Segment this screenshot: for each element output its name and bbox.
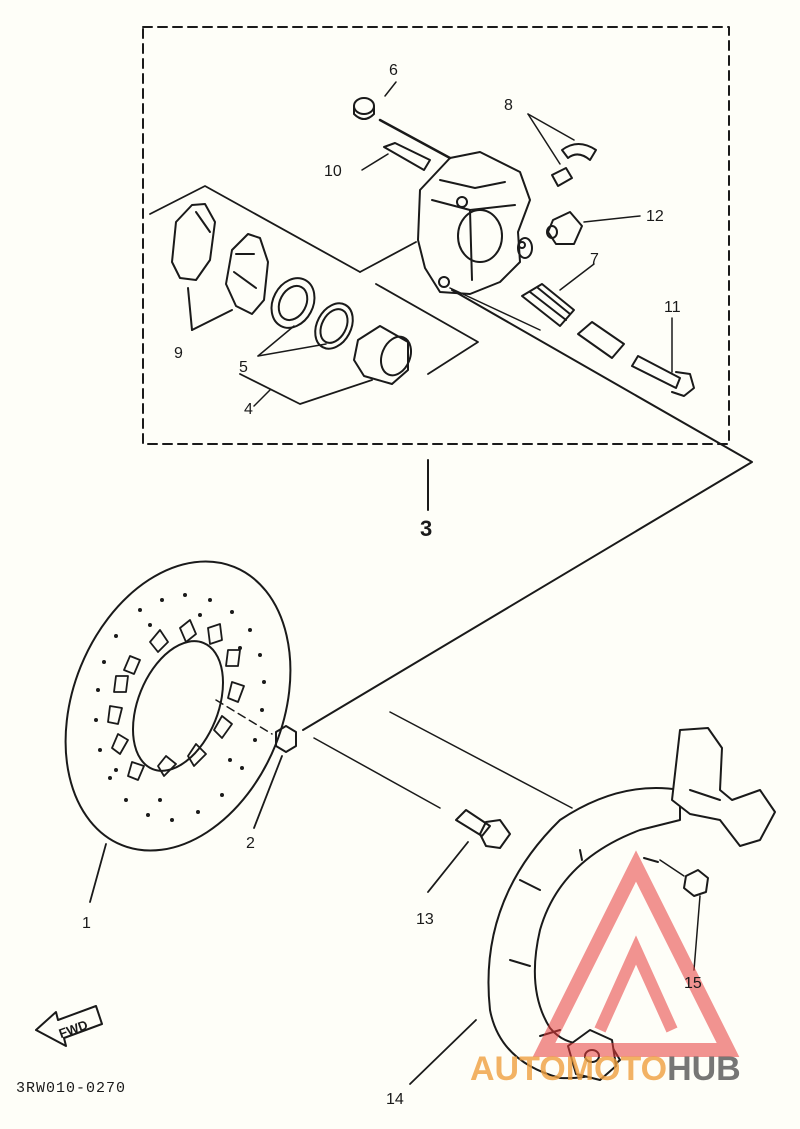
dust-boot — [546, 211, 583, 245]
brake-pad-inner — [225, 233, 269, 315]
bleed-screw — [383, 142, 431, 171]
dust-seal — [314, 302, 354, 350]
caliper-piston — [353, 325, 412, 385]
brake-disc — [64, 560, 292, 852]
pad-pin — [551, 167, 573, 187]
watermark-logo-icon — [532, 850, 740, 1057]
shield-bracket — [671, 727, 776, 847]
caliper-bolt — [631, 355, 695, 397]
callout-10: 10 — [324, 163, 342, 180]
watermark-text-part1: AUTOMOTO — [470, 1050, 667, 1088]
callout-7: 7 — [590, 251, 599, 268]
callout-9: 9 — [174, 345, 183, 362]
callout-4: 4 — [244, 401, 253, 418]
callout-15: 15 — [684, 975, 702, 992]
piston-seal — [270, 277, 316, 329]
diagram-code: 3RW010-0270 — [16, 1080, 126, 1097]
disc-slots — [107, 619, 245, 781]
callout-12: 12 — [646, 208, 664, 225]
shoulder-bolt — [455, 809, 511, 849]
watermark-text-part2: HUB — [667, 1050, 741, 1088]
callout-6: 6 — [389, 62, 398, 79]
watermark-text: AUTOMOTOHUB — [470, 1050, 741, 1088]
bleed-cap — [353, 97, 375, 120]
callout-14: 14 — [386, 1091, 404, 1108]
callout-5: 5 — [239, 359, 248, 376]
callout-2: 2 — [246, 835, 255, 852]
fwd-arrow-icon — [35, 1005, 103, 1047]
disc-holes — [94, 593, 266, 822]
caliper-body — [417, 151, 533, 295]
callout-8: 8 — [504, 97, 513, 114]
brake-pad-outer — [171, 203, 216, 281]
caliper-assembly-box — [142, 26, 730, 445]
pad-clip — [561, 143, 597, 161]
shield-screw — [683, 869, 709, 897]
disc-screw — [275, 725, 297, 753]
callout-13: 13 — [416, 911, 434, 928]
callout-3: 3 — [420, 516, 432, 541]
callout-11: 11 — [664, 299, 681, 316]
callout-1: 1 — [82, 915, 91, 932]
caliper-sleeve — [521, 283, 575, 327]
bolt-sleeve — [577, 321, 625, 359]
